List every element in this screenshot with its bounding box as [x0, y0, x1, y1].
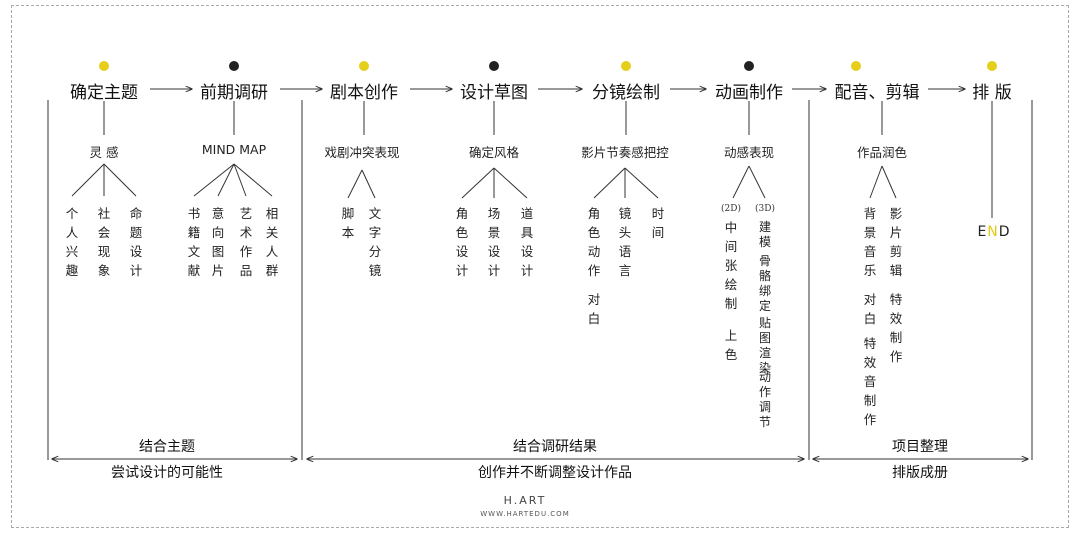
- leaf-proposition-design: 命题设计: [129, 206, 143, 278]
- stage-dot-1: [99, 61, 109, 71]
- subtopic-inspiration: 灵 感: [89, 145, 119, 160]
- subtopic-polish: 作品润色: [856, 145, 908, 160]
- stage-label-3: 剧本创作: [330, 83, 398, 103]
- tag-2d: (2D): [721, 204, 741, 214]
- leaf-dialogue: 对白: [587, 292, 601, 326]
- stage-label-6: 动画制作: [715, 83, 783, 103]
- leaf-personal-interest: 个人兴趣: [65, 206, 79, 278]
- fan-motion: [732, 165, 766, 199]
- leaf-vfx: 特效制作: [889, 292, 903, 364]
- watermark-brand: H.ART: [503, 494, 547, 507]
- phase-1-title: 结合主题: [139, 439, 195, 455]
- fan-style: [461, 167, 528, 199]
- stage-dot-3: [359, 61, 369, 71]
- leaf-related-people: 相关人群: [265, 206, 279, 278]
- stage-dot-6: [744, 61, 754, 71]
- watermark-url: WWW.HARTEDU.COM: [480, 510, 570, 518]
- tag-3d: (3D): [755, 204, 775, 214]
- fan-rhythm: [593, 167, 659, 199]
- leaf-mood-images: 意向图片: [211, 206, 225, 278]
- leaf-artworks: 艺术作品: [239, 206, 253, 278]
- stage-label-2: 前期调研: [200, 83, 268, 103]
- fan-inspiration: [71, 163, 137, 197]
- leaf-character-design: 角色设计: [455, 206, 469, 278]
- leaf-animation-tweak: 动作调节: [758, 370, 771, 429]
- leaf-camera-language: 镜头语言: [618, 206, 632, 278]
- phase-1-subtitle: 尝试设计的可能性: [111, 465, 223, 481]
- leaf-sfx: 特效音制作: [863, 336, 877, 427]
- subtopic-style: 确定风格: [468, 145, 520, 160]
- subtopic-rhythm: 影片节奏感把控: [581, 145, 669, 160]
- leaf-coloring: 上色: [724, 328, 738, 362]
- leaf-script: 脚本: [341, 206, 355, 240]
- leaf-timing: 时间: [651, 206, 665, 240]
- leaf-social-phenomena: 社会现象: [97, 206, 111, 278]
- subtopic-motion: 动感表现: [723, 145, 775, 160]
- stage-label-7: 配音、剪辑: [834, 83, 920, 103]
- subtopic-mindmap: MIND MAP: [201, 142, 267, 157]
- leaf-modeling: 建模: [758, 220, 771, 249]
- leaf-editing: 影片剪辑: [889, 206, 903, 278]
- leaf-texturing: 贴图渲染: [758, 316, 771, 375]
- stage-dot-4: [489, 61, 499, 71]
- leaf-character-action: 角色动作: [587, 206, 601, 278]
- leaf-polish-dialogue: 对白: [863, 292, 877, 326]
- phase-2-title: 结合调研结果: [513, 439, 597, 455]
- stage-dot-8: [987, 61, 997, 71]
- phase-2-subtitle: 创作并不断调整设计作品: [478, 465, 632, 481]
- phase-3-title: 项目整理: [892, 439, 948, 455]
- leaf-books: 书籍文献: [187, 206, 201, 278]
- fan-mindmap: [193, 163, 273, 197]
- leaf-bgm: 背景音乐: [863, 206, 877, 278]
- stage-dot-7: [851, 61, 861, 71]
- end-label: END: [977, 224, 1011, 240]
- leaf-prop-design: 道具设计: [520, 206, 534, 278]
- stage-label-5: 分镜绘制: [592, 83, 660, 103]
- leaf-rigging: 骨骼绑定: [758, 254, 771, 313]
- stage-label-8: 排 版: [972, 83, 1012, 103]
- fan-polish: [869, 165, 897, 199]
- stage-label-1: 确定主题: [70, 83, 138, 103]
- leaf-inbetweening: 中间张绘制: [724, 220, 738, 311]
- leaf-text-storyboard: 文字分镜: [368, 206, 382, 278]
- leaf-scene-design: 场景设计: [487, 206, 501, 278]
- stage-dot-2: [229, 61, 239, 71]
- fan-drama: [347, 169, 376, 199]
- stage-dot-5: [621, 61, 631, 71]
- subtopic-drama: 戏剧冲突表现: [324, 145, 400, 160]
- stage-label-4: 设计草图: [460, 83, 528, 103]
- phase-3-subtitle: 排版成册: [892, 465, 948, 481]
- dashed-frame: [11, 5, 1069, 528]
